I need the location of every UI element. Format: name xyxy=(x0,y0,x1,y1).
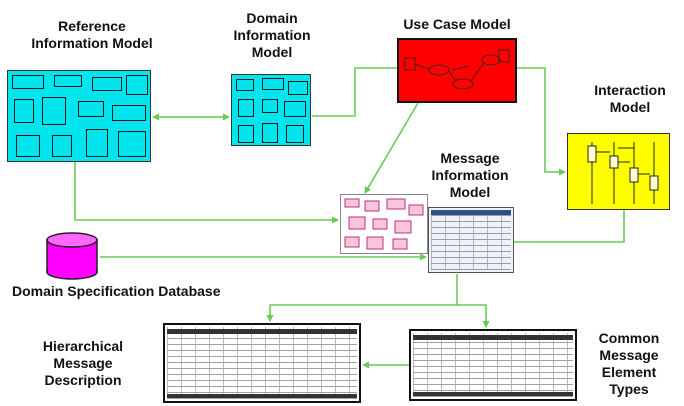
label-line: Description xyxy=(44,372,122,388)
rim-class xyxy=(16,135,40,157)
mim-table-header xyxy=(431,210,511,215)
rim-class xyxy=(86,129,108,157)
label-common-message-element-types: Common Message Element Types xyxy=(586,330,672,398)
dim-class xyxy=(238,125,254,143)
use-case-link xyxy=(470,63,484,82)
label-line: Model xyxy=(251,44,293,60)
line-im-mim xyxy=(514,210,625,243)
hmd-table-footer xyxy=(167,394,357,398)
arrow-ucm-mim xyxy=(364,102,419,194)
im-diagram xyxy=(567,133,670,210)
rim-class xyxy=(14,99,34,123)
mim-sketch xyxy=(344,198,424,250)
cmet-table-header xyxy=(413,335,573,340)
label-line: Model xyxy=(609,99,651,115)
rim-class xyxy=(54,75,82,87)
rim-class xyxy=(126,75,148,95)
hmd-table-grid xyxy=(167,327,357,399)
label-domain-information-model: Domain Information Model xyxy=(222,10,322,61)
dim-class xyxy=(286,125,304,143)
mim-class xyxy=(408,204,424,216)
label-line: Domain Specification Database xyxy=(12,283,221,299)
mim-class xyxy=(344,198,360,208)
rim-class xyxy=(52,135,72,157)
mim-class xyxy=(366,236,384,250)
cmet-document xyxy=(409,329,577,401)
dim-class xyxy=(236,79,254,91)
label-line: Reference xyxy=(58,18,126,34)
arrow-mim-hmd xyxy=(266,274,458,322)
activation-box xyxy=(629,167,639,183)
dim-class xyxy=(238,99,254,117)
use-case-sketch xyxy=(404,49,510,90)
label-hierarchical-message-description: Hierarchical Message Description xyxy=(28,338,138,389)
mim-diagram-table xyxy=(428,207,514,273)
use-case-ellipse xyxy=(428,64,450,76)
label-interaction-model: Interaction Model xyxy=(580,82,680,116)
dim-class xyxy=(262,78,284,90)
mim-class xyxy=(394,220,412,234)
use-case-link xyxy=(414,63,430,70)
label-line: Message xyxy=(53,355,113,371)
actor-shape xyxy=(498,49,510,63)
mim-class xyxy=(392,238,408,250)
hmd-document xyxy=(163,323,361,403)
mim-class xyxy=(372,218,388,230)
label-line: Element xyxy=(601,364,657,380)
arrow-rim-mim xyxy=(74,162,339,224)
label-line: Types xyxy=(609,381,649,397)
label-line: Domain xyxy=(246,10,298,26)
mim-class xyxy=(386,198,406,210)
label-use-case-model: Use Case Model xyxy=(386,16,528,33)
label-line: Common xyxy=(598,330,660,346)
label-line: Information xyxy=(431,167,509,183)
label-reference-information-model: Reference Information Model xyxy=(12,18,172,52)
mim-diagram-sketch xyxy=(340,194,428,254)
use-case-link xyxy=(448,70,456,81)
use-case-link xyxy=(452,65,470,71)
dim-class xyxy=(284,101,306,117)
label-domain-specification-database: Domain Specification Database xyxy=(12,283,274,300)
label-line: Model xyxy=(449,184,491,200)
line-dim-ucm xyxy=(312,67,397,117)
dim-class xyxy=(262,99,278,113)
rim-class xyxy=(12,75,44,89)
label-line: Use Case Model xyxy=(403,16,511,32)
use-case-ellipse xyxy=(452,78,474,90)
arrow-mim-cmet xyxy=(457,304,490,328)
activation-box xyxy=(587,145,597,163)
label-line: Message xyxy=(599,347,659,363)
label-line: Information Model xyxy=(31,35,153,51)
dim-class xyxy=(288,81,308,95)
mim-class xyxy=(344,236,360,248)
activation-box xyxy=(649,175,659,191)
label-message-information-model: Message Information Model xyxy=(420,150,520,201)
rim-class xyxy=(118,131,146,157)
hmd-table-header xyxy=(167,329,357,334)
use-case-ellipse xyxy=(481,54,501,66)
label-line: Hierarchical xyxy=(42,338,124,354)
rim-class xyxy=(112,105,146,121)
rim-class xyxy=(78,101,104,117)
database-top xyxy=(46,232,98,248)
database-icon xyxy=(46,232,98,280)
dim-class xyxy=(262,123,278,143)
label-line: Message xyxy=(440,150,500,166)
arrow-ucm-im xyxy=(517,67,566,176)
mim-class xyxy=(348,216,366,230)
rim-class xyxy=(42,97,66,125)
label-line: Information xyxy=(233,27,311,43)
cmet-table-grid xyxy=(413,333,573,397)
sequence-sketch xyxy=(587,142,659,204)
dim-diagram xyxy=(231,74,311,146)
rim-diagram xyxy=(7,70,151,162)
mim-table-grid xyxy=(431,210,511,270)
label-line: Interaction xyxy=(594,82,666,98)
rim-class xyxy=(92,77,122,91)
cmet-table-footer xyxy=(413,392,573,396)
mim-class xyxy=(364,200,380,212)
ucm-diagram xyxy=(397,38,517,103)
